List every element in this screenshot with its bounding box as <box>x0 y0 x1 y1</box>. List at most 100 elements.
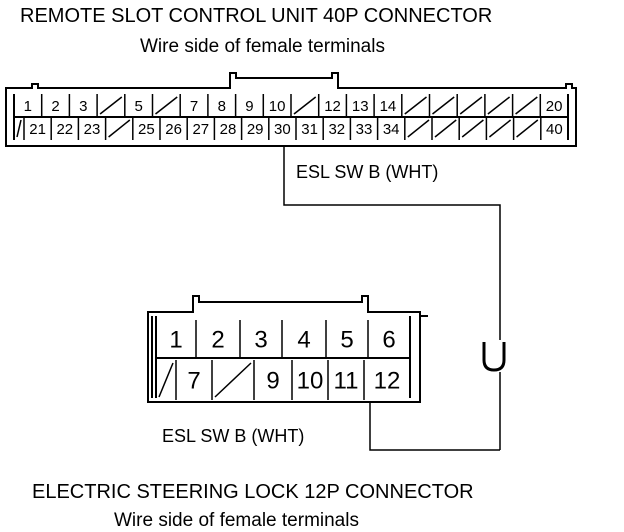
terminal-number: 21 <box>29 121 46 138</box>
terminal-number: 3 <box>79 98 87 115</box>
empty-terminal-slash <box>432 96 455 115</box>
c40-r1-cell-1: 1 <box>24 94 43 117</box>
empty-terminal-slash <box>158 362 174 398</box>
connector-40p-title: REMOTE SLOT CONTROL UNIT 40P CONNECTOR <box>20 5 492 27</box>
terminal-number: 30 <box>274 121 291 138</box>
connector-40p-row-2: 21 22 23 25 26 27 28 29 30 31 32 33 34 40 <box>16 117 563 140</box>
c40-r1-cell-10: 10 <box>269 94 292 117</box>
empty-terminal-slash <box>108 119 131 138</box>
connector-12p-row-2: 7 9 10 11 12 <box>158 360 401 400</box>
terminal-number: 28 <box>220 121 237 138</box>
c40-r2-cell-empty-4 <box>108 117 134 140</box>
terminal-number: 34 <box>383 121 400 138</box>
empty-terminal-slash <box>434 119 457 138</box>
wire-label-12p: ESL SW B (WHT) <box>162 426 304 446</box>
terminal-number: 14 <box>380 98 397 115</box>
c40-r1-cell-empty-17 <box>487 94 514 117</box>
wire-esl-sw-b-12p <box>369 402 500 451</box>
c40-r1-cell-empty-18 <box>515 94 542 117</box>
terminal-number: 12 <box>324 98 341 115</box>
c12-r1-cell-4: 4 <box>297 320 327 358</box>
c40-r2-cell-40: 40 <box>546 121 563 138</box>
terminal-number: 32 <box>328 121 345 138</box>
c40-r1-cell-20: 20 <box>546 98 563 115</box>
c40-r1-cell-empty-5 <box>155 94 181 117</box>
c40-r2-cell-25: 25 <box>138 117 161 140</box>
terminal-number: 9 <box>245 98 253 115</box>
terminal-number: 31 <box>301 121 318 138</box>
wire-label-40p: ESL SW B (WHT) <box>296 162 438 182</box>
c12-r2-cell-11: 11 <box>334 360 365 400</box>
connector-40p-subtitle: Wire side of female terminals <box>140 36 385 57</box>
empty-terminal-slash <box>407 119 430 138</box>
terminal-number: 26 <box>165 121 182 138</box>
terminal-number: 9 <box>266 368 279 395</box>
c12-r1-cell-6: 6 <box>382 327 395 354</box>
empty-terminal-slash <box>293 96 317 115</box>
c12-r1-cell-5: 5 <box>340 320 369 358</box>
terminal-number: 29 <box>247 121 264 138</box>
terminal-number: 2 <box>51 98 59 115</box>
empty-terminal-slash <box>487 96 511 115</box>
c40-r1-cell-14: 14 <box>380 94 403 117</box>
empty-terminal-slash <box>488 119 512 138</box>
c40-r1-cell-empty-15 <box>432 94 458 117</box>
continuity-symbol <box>482 342 506 372</box>
wire-esl-sw-b-40p <box>283 146 501 340</box>
terminal-number: 22 <box>56 121 73 138</box>
c40-r2-cell-34: 34 <box>383 117 406 140</box>
connector-12p-subtitle: Wire side of female terminals <box>114 510 359 531</box>
terminal-number: 13 <box>352 98 369 115</box>
terminal-number: 5 <box>340 327 353 354</box>
terminal-number: 1 <box>169 327 182 354</box>
terminal-number: 27 <box>192 121 209 138</box>
c40-r2-cell-empty-15 <box>407 117 433 140</box>
terminal-number: 6 <box>382 327 395 354</box>
c12-r1-cell-1: 1 <box>169 320 197 358</box>
c40-r2-cell-33: 33 <box>356 117 379 140</box>
empty-terminal-slash <box>515 96 538 115</box>
terminal-number: 20 <box>546 98 563 115</box>
terminal-number: 40 <box>546 121 563 138</box>
terminal-number: 23 <box>84 121 101 138</box>
terminal-number: 33 <box>356 121 373 138</box>
c40-r2-cell-23: 23 <box>84 117 107 140</box>
c40-r2-cell-28: 28 <box>220 117 243 140</box>
terminal-number: 2 <box>211 327 224 354</box>
terminal-number: 5 <box>134 98 142 115</box>
c40-r1-cell-2: 2 <box>51 94 71 117</box>
c12-r2-cell-9: 9 <box>266 360 293 400</box>
terminal-number: 7 <box>187 368 200 395</box>
c12-r2-cell-empty-0 <box>158 360 177 400</box>
c40-r1-cell-empty-14 <box>404 94 431 117</box>
c40-r1-cell-empty-10 <box>293 94 320 117</box>
c40-r2-cell-empty-17 <box>461 117 488 140</box>
terminal-number: 25 <box>138 121 155 138</box>
c40-r1-cell-empty-3 <box>99 94 126 117</box>
c40-r2-cell-empty-0 <box>16 117 25 140</box>
empty-terminal-slash <box>214 362 252 398</box>
c12-r2-cell-12: 12 <box>374 368 401 395</box>
c40-r2-cell-21: 21 <box>29 117 52 140</box>
empty-terminal-slash <box>155 96 178 115</box>
terminal-number: 10 <box>297 368 324 395</box>
c12-r2-cell-empty-2 <box>214 360 255 400</box>
terminal-number: 1 <box>24 98 32 115</box>
empty-terminal-slash <box>459 96 483 115</box>
terminal-number: 7 <box>190 98 198 115</box>
c40-r2-cell-empty-16 <box>434 117 460 140</box>
c12-r1-cell-2: 2 <box>211 320 241 358</box>
c40-r1-cell-3: 3 <box>79 94 98 117</box>
c40-r1-cell-empty-16 <box>459 94 486 117</box>
empty-terminal-slash <box>404 96 427 115</box>
c40-r2-cell-22: 22 <box>56 117 80 140</box>
c40-r2-cell-30: 30 <box>274 117 297 140</box>
c12-r2-cell-7: 7 <box>187 360 213 400</box>
terminal-number: 11 <box>334 368 359 395</box>
c40-r1-cell-8: 8 <box>218 94 237 117</box>
c40-r2-cell-empty-19 <box>516 117 542 140</box>
c40-r1-cell-7: 7 <box>190 94 209 117</box>
